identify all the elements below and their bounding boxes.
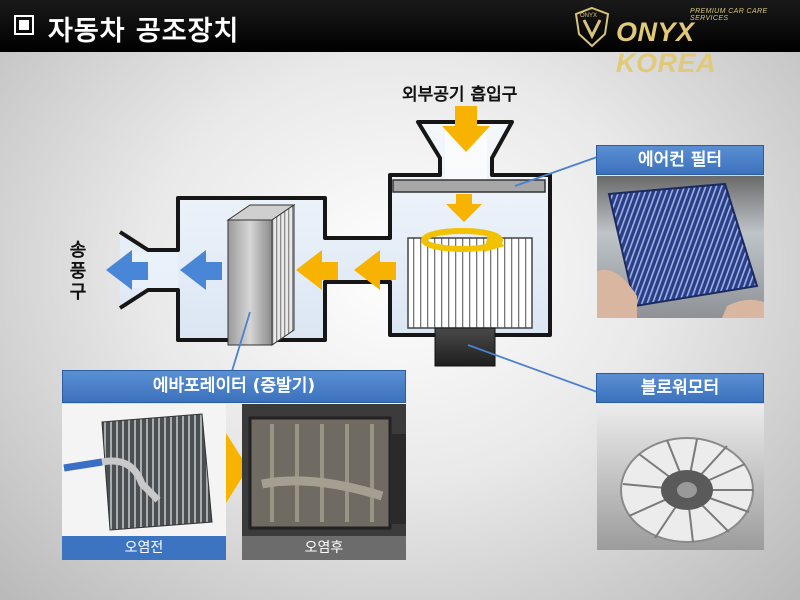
header-bar: 자동차 공조장치 ONYX PREMIUM CAR CARE SERVICES … (0, 0, 800, 78)
page-title: 자동차 공조장치 (48, 16, 240, 47)
blower-photo (597, 404, 764, 550)
warm-air-arrow-left-2 (296, 250, 338, 290)
blower-wheel (407, 237, 533, 329)
title-square-icon (14, 15, 34, 35)
evaporator-dirty-image (248, 416, 406, 530)
logo-name: ONYX KOREA (616, 17, 717, 78)
filter-element (392, 179, 546, 193)
evaporator-dirty-photo (242, 404, 406, 536)
brand-logo: ONYX PREMIUM CAR CARE SERVICES ONYX KORE… (572, 6, 792, 78)
before-caption: 오염전 (62, 536, 226, 560)
filter-leader-line (514, 155, 601, 187)
after-caption: 오염후 (242, 536, 406, 560)
filter-panel-title: 에어컨 필터 (596, 145, 764, 175)
logo-tagline: PREMIUM CAR CARE SERVICES (690, 8, 768, 22)
warm-air-arrow-intake (442, 106, 490, 152)
warm-air-arrow-down (446, 194, 482, 222)
cool-air-arrow-2 (106, 250, 148, 290)
onyx-shield-icon (574, 6, 610, 48)
filter-image (597, 182, 764, 318)
logo-badge-text: ONYX (580, 13, 598, 19)
evaporator-panel-title: 에바포레이터 (증발기) (62, 370, 406, 403)
motor-leader-line (467, 344, 601, 394)
evaporator-leader-line (231, 311, 251, 372)
warm-air-arrow-left-1 (354, 250, 396, 290)
blower-panel-title: 블로워모터 (596, 373, 764, 403)
evaporator-core (227, 219, 273, 346)
chevron-right-icon (226, 433, 248, 503)
blower-image (620, 437, 754, 543)
intake-label: 외부공기 흡입구 (402, 85, 518, 105)
blower-motor (434, 327, 496, 367)
cool-air-arrow-1 (180, 250, 222, 290)
evaporator-clean-image (63, 413, 213, 531)
outlet-label: 송풍구 (69, 240, 87, 303)
filter-photo (597, 176, 764, 318)
evaporator-clean-photo (62, 404, 226, 536)
